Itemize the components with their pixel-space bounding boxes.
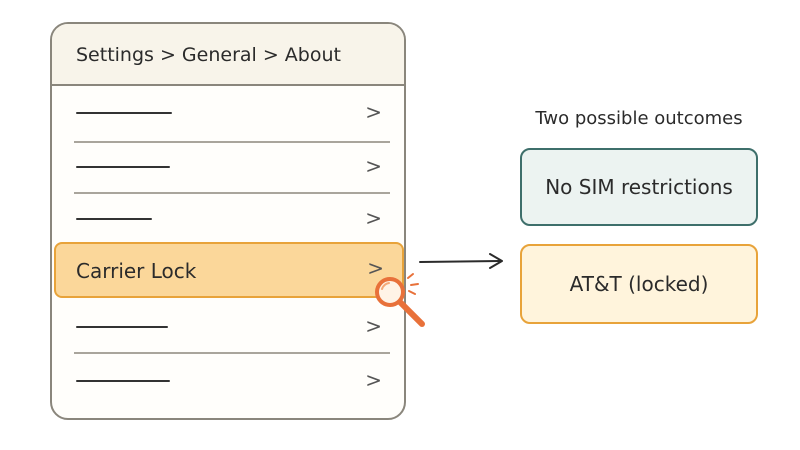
- chevron-right-icon: >: [365, 368, 382, 392]
- row-divider: [74, 352, 390, 354]
- breadcrumb: Settings > General > About: [76, 44, 341, 66]
- placeholder-line: [76, 218, 152, 220]
- outcome-locked: AT&T (locked): [520, 244, 758, 324]
- carrier-lock-row[interactable]: Carrier Lock >: [54, 242, 404, 298]
- settings-row-1[interactable]: >: [52, 88, 404, 140]
- chevron-right-icon: >: [365, 206, 382, 230]
- chevron-right-icon: >: [365, 154, 382, 178]
- settings-row-5[interactable]: >: [52, 302, 404, 354]
- placeholder-line: [76, 326, 168, 328]
- arrow-right-icon: [419, 253, 503, 269]
- carrier-lock-label: Carrier Lock: [76, 259, 197, 283]
- settings-row-6[interactable]: >: [52, 356, 404, 408]
- panel-header: Settings > General > About: [52, 24, 404, 86]
- placeholder-line: [76, 380, 170, 382]
- chevron-right-icon: >: [365, 100, 382, 124]
- row-divider: [74, 141, 390, 143]
- settings-row-3[interactable]: >: [52, 194, 404, 246]
- chevron-right-icon: >: [367, 256, 384, 280]
- outcomes-title: Two possible outcomes: [535, 108, 743, 129]
- placeholder-line: [76, 112, 172, 114]
- settings-panel: Settings > General > About > > > > >: [50, 22, 406, 420]
- placeholder-line: [76, 166, 170, 168]
- chevron-right-icon: >: [365, 314, 382, 338]
- settings-row-2[interactable]: >: [52, 142, 404, 194]
- row-divider: [74, 192, 390, 194]
- magnifier-icon: [375, 273, 425, 327]
- outcome-unlocked: No SIM restrictions: [520, 148, 758, 226]
